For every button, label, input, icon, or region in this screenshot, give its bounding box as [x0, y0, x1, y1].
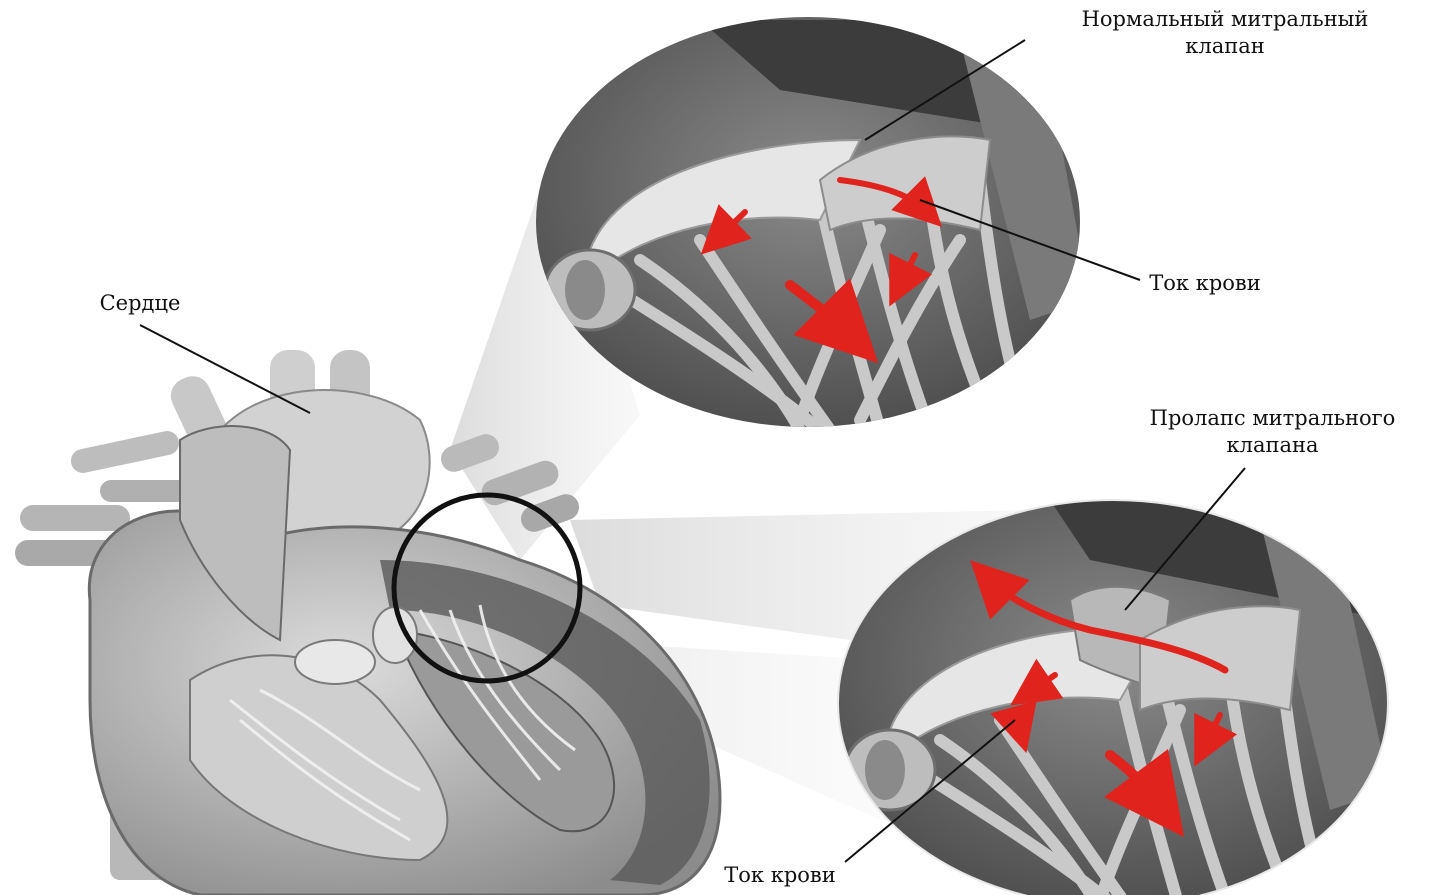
prolapse-line1: Пролапс митрального	[1110, 405, 1432, 432]
normal-valve-line1: Нормальный митральный	[1030, 6, 1420, 33]
blood-flow-top-label: Ток крови	[1120, 270, 1290, 297]
blood-flow-bottom-label: Ток крови	[695, 862, 865, 889]
prolapse-line2: клапана	[1110, 432, 1432, 459]
normal-valve-line2: клапан	[1030, 33, 1420, 60]
mitral-prolapse-label: Пролапс митрального клапана	[1110, 405, 1432, 459]
normal-mitral-valve-label: Нормальный митральный клапан	[1030, 6, 1420, 60]
heart-label: Сердце	[85, 290, 195, 317]
